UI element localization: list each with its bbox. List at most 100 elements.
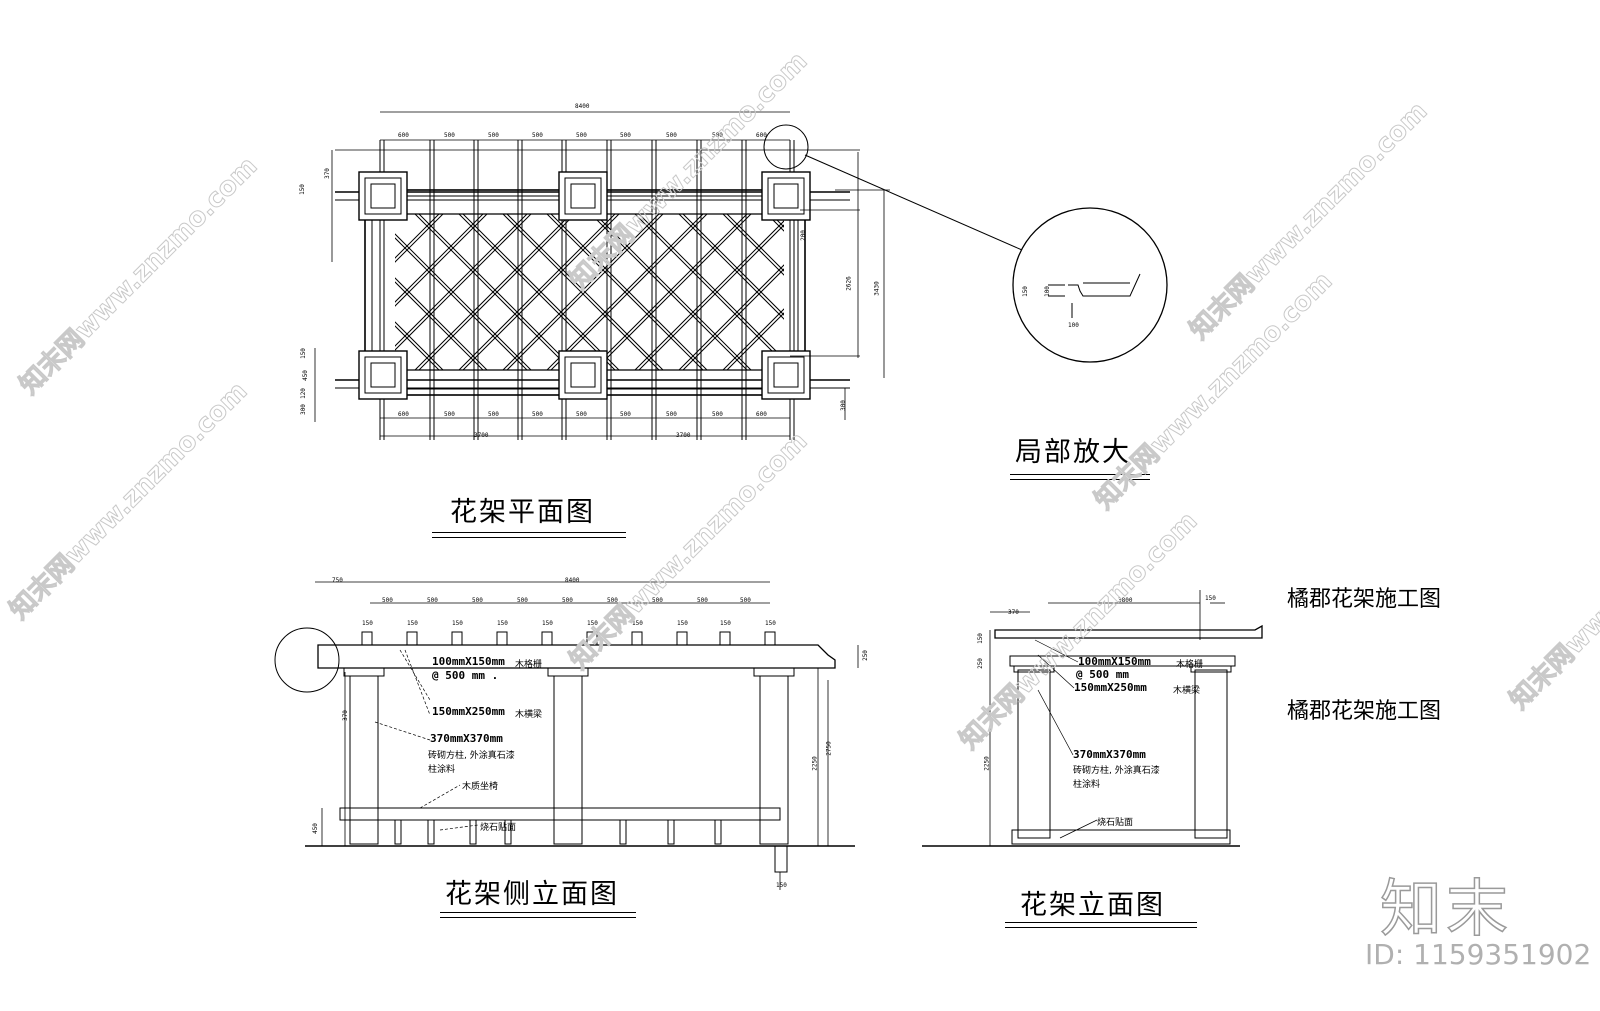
dim-front-top: 3800 <box>1118 597 1133 604</box>
side-rafter-end <box>361 631 373 646</box>
plan-diagonal-lattice <box>195 214 1059 370</box>
dim-front-left: 2250 <box>983 756 991 771</box>
dim-plan-right: 300 <box>839 400 847 411</box>
side-rafter-end <box>676 631 688 646</box>
detail-circle <box>1012 207 1168 363</box>
plan-column-mid <box>767 356 805 394</box>
dim-plan-bottom-half: 3700 <box>474 432 489 439</box>
dim-plan-bottom-segment: 600 <box>398 411 409 418</box>
dim-side-spacing: 500 <box>562 597 573 604</box>
side-leader <box>399 649 431 701</box>
dim-side-top-total: 8400 <box>565 577 580 584</box>
front-elevation-title: 花架立面图 <box>1020 890 1165 921</box>
side-rafter-end <box>541 631 553 646</box>
dim-plan-top-segment: 500 <box>576 132 587 139</box>
lattice-diagonal <box>726 214 784 272</box>
dim-side-spacing: 500 <box>472 597 483 604</box>
dim-side-beam-size: 150 <box>362 620 373 627</box>
side-bench-leg <box>394 819 402 845</box>
lattice-diagonal <box>195 214 351 370</box>
dim-plan-bottom-segment: 500 <box>488 411 499 418</box>
lattice-diagonal <box>506 214 664 370</box>
dim-plan-bottom-segment: 500 <box>444 411 455 418</box>
lattice-diagonal <box>502 214 660 370</box>
lattice-diagonal <box>594 214 752 370</box>
lattice-diagonal <box>859 214 1015 370</box>
plan-column-inner <box>773 362 799 388</box>
front-leader <box>1037 654 1075 689</box>
dim-side-spacing: 500 <box>427 597 438 604</box>
side-column-shaft <box>553 675 583 845</box>
sheet-label-2: 橘郡花架施工图 <box>1287 699 1442 724</box>
dim-plan-top-segment: 600 <box>756 132 767 139</box>
plan-title-underline <box>432 532 626 533</box>
side-note-beam-small-desc: 木格栅 <box>515 660 543 670</box>
plan-title: 花架平面图 <box>450 497 595 528</box>
dim-plan-bottom-segment: 500 <box>620 411 631 418</box>
side-title-underline <box>440 912 636 913</box>
dim-front-right-top: 150 <box>1205 595 1216 602</box>
lattice-diagonal <box>395 214 444 263</box>
lattice-diagonal <box>811 214 967 370</box>
lattice-diagonal <box>903 214 1059 370</box>
lattice-diagonal <box>811 214 967 370</box>
dim-side-spacing: 500 <box>517 597 528 604</box>
dim-side-beam-size: 150 <box>497 620 508 627</box>
front-leader <box>1037 689 1074 756</box>
dim-front-left: 150 <box>976 633 984 644</box>
lattice-diagonal <box>546 214 704 370</box>
lattice-diagonal <box>414 214 572 370</box>
dim-detail: 100 <box>1068 322 1079 329</box>
lattice-diagonal <box>678 264 784 370</box>
pergola-front-elevation <box>922 590 1263 847</box>
plan-column-mid <box>767 177 805 215</box>
dim-side-beam-size: 150 <box>765 620 776 627</box>
dim-side-beam-size: 150 <box>407 620 418 627</box>
dim-plan-left: 120 <box>299 388 307 399</box>
front-note-column-desc1: 砖砌方柱, 外涂真石漆 <box>1073 766 1160 776</box>
lattice-diagonal <box>722 214 784 276</box>
side-bench-leg <box>427 819 435 845</box>
detail-enlargement <box>1012 207 1168 363</box>
lattice-diagonal <box>395 325 440 370</box>
side-footing <box>774 845 788 873</box>
lattice-diagonal <box>726 312 784 370</box>
dim-plan-top-segment: 500 <box>532 132 543 139</box>
site-logo: 知末 <box>1379 871 1513 946</box>
front-leader <box>1059 819 1098 839</box>
front-capital-right <box>1190 665 1232 673</box>
front-base <box>1011 829 1231 845</box>
image-id: ID: 1159351902 <box>1365 938 1592 971</box>
front-note-column: 370mmX370mm <box>1073 748 1146 761</box>
side-note-column-desc2: 柱涂料 <box>428 765 456 775</box>
dim-side-right: 2250 <box>811 756 819 771</box>
lattice-diagonal <box>815 214 971 370</box>
side-title-underline-2 <box>440 917 636 918</box>
lattice-diagonal <box>550 214 708 370</box>
side-bench-legs <box>394 819 722 845</box>
plan-column-mid <box>564 356 602 394</box>
dim-plan-top-total: 8400 <box>575 103 590 110</box>
side-rafter-end <box>451 631 463 646</box>
side-bench-leg <box>504 819 512 845</box>
side-column-capital <box>753 667 795 677</box>
dim-plan-bottom-segment: 500 <box>576 411 587 418</box>
front-column-right <box>1194 669 1228 839</box>
dim-plan-left: 150 <box>299 348 307 359</box>
front-note-base: 烧石贴面 <box>1097 818 1134 828</box>
lattice-diagonal <box>395 214 400 219</box>
plan-column-outer <box>558 171 608 221</box>
dim-side-bottom: 150 <box>776 882 787 889</box>
side-rafter-end <box>719 631 731 646</box>
dim-plan-left: 300 <box>299 404 307 415</box>
dim-plan-right: 200 <box>799 230 807 241</box>
front-note-beam-small: 100mmX150mm <box>1078 655 1151 668</box>
side-bench-leg <box>714 819 722 845</box>
dim-plan-bottom-half: 3700 <box>676 432 691 439</box>
side-main-beam <box>317 644 836 669</box>
dim-side-beam-size: 150 <box>452 620 463 627</box>
dim-plan-top-segment: 500 <box>488 132 499 139</box>
dim-detail: 100 <box>1043 286 1051 297</box>
front-note-spacing: @ 500 mm <box>1076 668 1129 681</box>
